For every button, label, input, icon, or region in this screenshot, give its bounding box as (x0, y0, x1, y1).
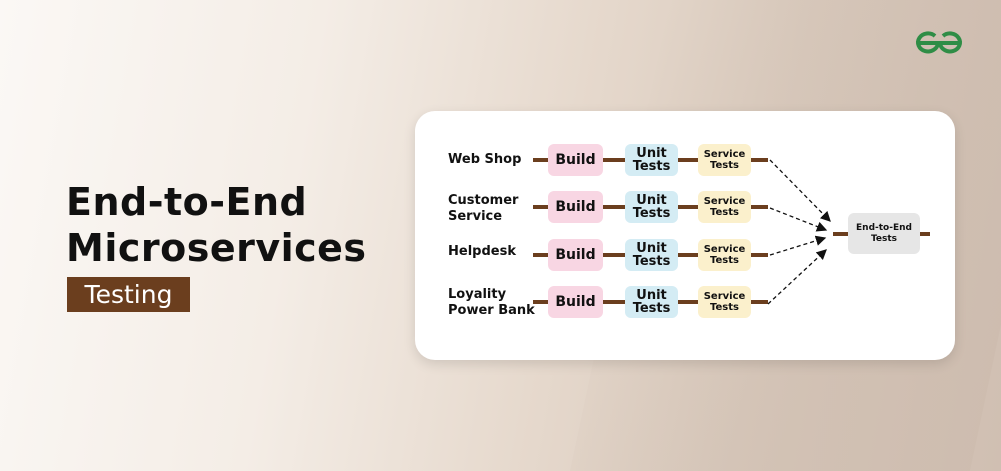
unit-tests-box: Unit Tests (625, 286, 678, 318)
geeksforgeeks-logo-icon (914, 30, 964, 60)
pipeline-lines (533, 158, 930, 304)
row-label-loyality-power-bank: Loyality Power Bank (448, 287, 535, 318)
unit-tests-box: Unit Tests (625, 239, 678, 271)
dashed-arrows (767, 159, 831, 305)
build-box: Build (548, 286, 603, 318)
row-label-helpdesk: Helpdesk (448, 244, 516, 259)
unit-tests-box: Unit Tests (625, 144, 678, 176)
row-label-customer-service: Customer Service (448, 193, 519, 224)
title-line-1: End-to-End (66, 180, 308, 224)
row-label-web-shop: Web Shop (448, 152, 522, 167)
end-to-end-tests-box: End-to-End Tests (848, 213, 920, 254)
arrow-3 (769, 235, 827, 256)
arrow-1 (769, 159, 831, 222)
build-box: Build (548, 239, 603, 271)
service-tests-box: Service Tests (698, 286, 751, 318)
unit-tests-box: Unit Tests (625, 191, 678, 223)
testing-badge: Testing (67, 277, 190, 312)
arrow-2 (769, 207, 828, 232)
service-tests-box: Service Tests (698, 239, 751, 271)
build-box: Build (548, 191, 603, 223)
title-line-2: Microservices (66, 226, 367, 270)
service-tests-box: Service Tests (698, 191, 751, 223)
arrow-4 (767, 249, 827, 305)
service-tests-box: Service Tests (698, 144, 751, 176)
build-box: Build (548, 144, 603, 176)
